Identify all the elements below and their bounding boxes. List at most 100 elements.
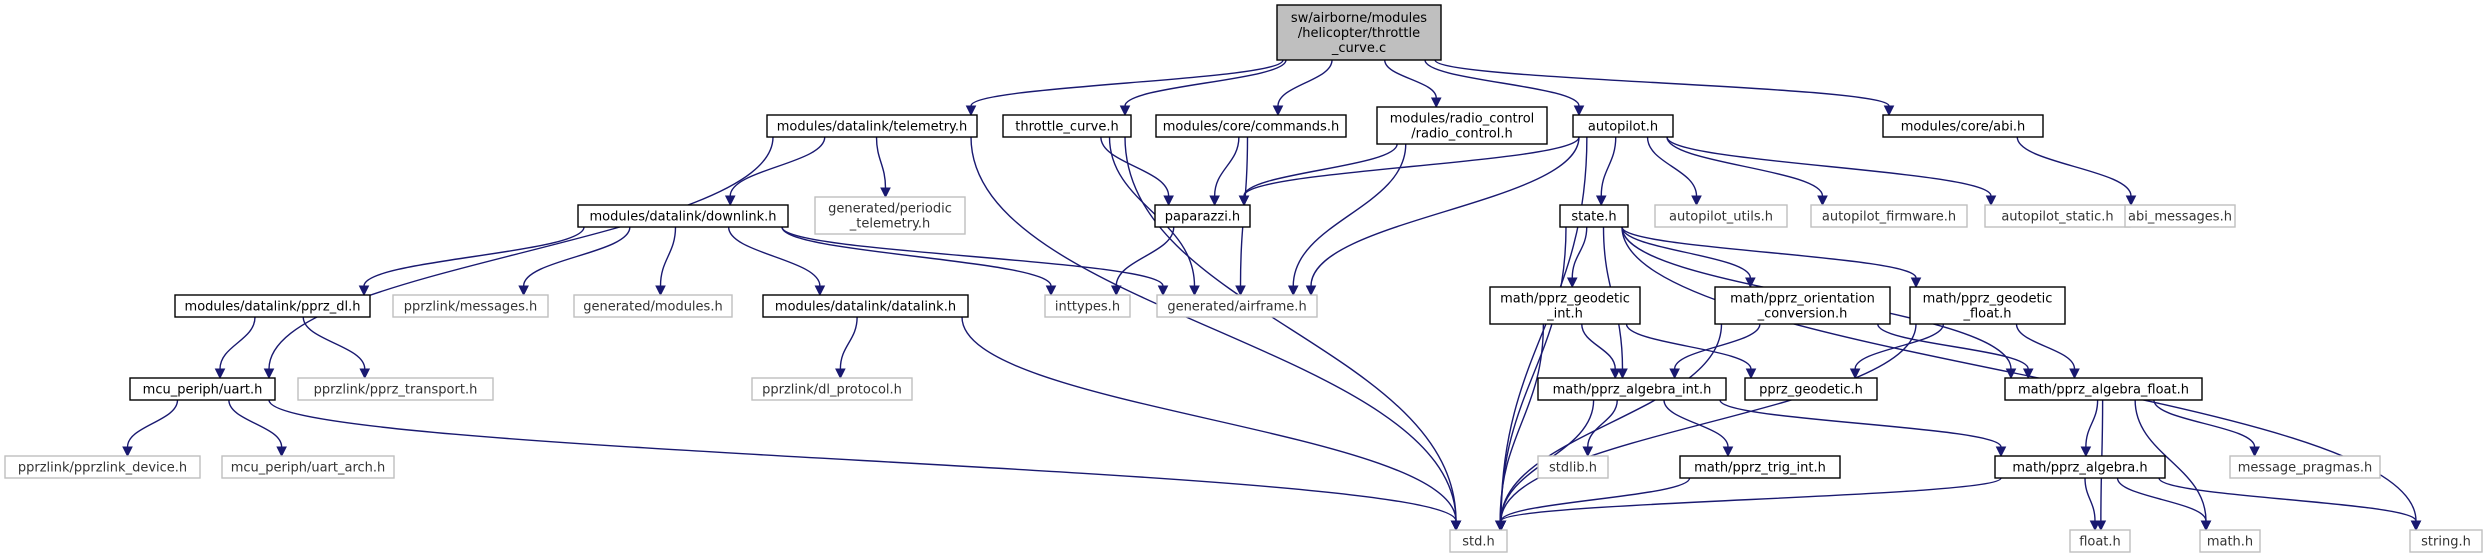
node-pprzlink-device: pprzlink/pprzlink_device.h bbox=[4, 455, 201, 479]
node-box bbox=[1559, 204, 1629, 228]
node-label: _curve.c bbox=[1331, 41, 1386, 56]
node-box bbox=[577, 204, 789, 228]
edge-radio-control-to-airframe bbox=[1287, 143, 1407, 297]
node-box bbox=[129, 377, 276, 401]
edge-arrowhead bbox=[1305, 285, 1317, 297]
edge-line bbox=[1621, 226, 1917, 279]
node-label: pprz_geodetic.h bbox=[1759, 383, 1863, 398]
node-pprz-dl[interactable]: modules/datalink/pprz_dl.h bbox=[174, 294, 371, 318]
node-label: abi_messages.h bbox=[2128, 210, 2232, 225]
node-autopilot[interactable]: autopilot.h bbox=[1572, 114, 1674, 138]
node-box bbox=[2004, 377, 2203, 401]
node-label: math/pprz_algebra_float.h bbox=[2018, 383, 2189, 398]
node-algebra[interactable]: math/pprz_algebra.h bbox=[1994, 455, 2166, 479]
edge-line bbox=[302, 316, 366, 370]
node-throttle-curve[interactable]: throttle_curve.h bbox=[1002, 114, 1132, 138]
node-label: pprzlink/pprz_transport.h bbox=[314, 383, 478, 398]
node-datalink[interactable]: modules/datalink/datalink.h bbox=[762, 294, 969, 318]
edge-arrowhead bbox=[1110, 285, 1122, 297]
edge-line bbox=[1587, 399, 1618, 448]
node-uart[interactable]: mcu_periph/uart.h bbox=[129, 377, 276, 401]
edge-arrowhead bbox=[1985, 195, 1997, 207]
edge-geodetic-float-to-std bbox=[1495, 323, 1917, 532]
edge-line bbox=[1108, 136, 1196, 287]
edge-line bbox=[228, 399, 283, 448]
node-algebra-float[interactable]: math/pprz_algebra_float.h bbox=[2004, 377, 2203, 401]
edge-arrowhead bbox=[1669, 368, 1680, 380]
edge-line bbox=[1625, 323, 1752, 370]
node-box bbox=[1155, 114, 1347, 138]
node-orientation[interactable]: math/pprz_orientation_conversion.h bbox=[1714, 286, 1891, 325]
node-box bbox=[1044, 294, 1131, 318]
node-stdlib: stdlib.h bbox=[1537, 455, 1609, 479]
node-algebra-int[interactable]: math/pprz_algebra_int.h bbox=[1537, 377, 1727, 401]
node-label: autopilot_utils.h bbox=[1669, 210, 1773, 225]
edge-line bbox=[2085, 399, 2099, 448]
node-label: _int.h bbox=[1546, 307, 1583, 322]
edge-arrowhead bbox=[518, 285, 529, 297]
edge-arrowhead bbox=[1163, 195, 1174, 207]
node-message-pragmas: message_pragmas.h bbox=[2229, 455, 2381, 479]
edge-arrowhead bbox=[1235, 285, 1246, 297]
edge-root-to-commands bbox=[1272, 59, 1333, 117]
node-abi[interactable]: modules/core/abi.h bbox=[1882, 114, 2044, 138]
node-paparazzi[interactable]: paparazzi.h bbox=[1154, 204, 1251, 228]
node-box bbox=[1810, 204, 1968, 228]
edge-arrowhead bbox=[1189, 285, 1200, 297]
edge-downlink-to-datalink bbox=[727, 226, 826, 297]
node-box bbox=[1376, 106, 1548, 145]
edge-line bbox=[268, 136, 774, 370]
edge-line bbox=[2084, 477, 2096, 522]
edge-arrowhead bbox=[1609, 368, 1621, 380]
node-box bbox=[1537, 377, 1727, 401]
edge-arrowhead bbox=[655, 285, 666, 297]
node-label: math/pprz_trig_int.h bbox=[1694, 461, 1826, 476]
node-root[interactable]: sw/airborne/modules/helicopter/throttle_… bbox=[1276, 4, 1442, 61]
node-box bbox=[297, 377, 494, 401]
edge-line bbox=[1424, 59, 1580, 107]
edge-arrowhead bbox=[965, 105, 977, 117]
edge-line bbox=[1500, 323, 1917, 522]
node-trig-int[interactable]: math/pprz_trig_int.h bbox=[1679, 455, 1841, 479]
node-label: pprzlink/pprzlink_device.h bbox=[18, 461, 187, 476]
node-geodetic-int[interactable]: math/pprz_geodetic_int.h bbox=[1489, 286, 1641, 325]
edge-line bbox=[126, 399, 179, 448]
node-pprz-geodetic[interactable]: pprz_geodetic.h bbox=[1744, 377, 1878, 401]
edge-line bbox=[2134, 399, 2207, 522]
edge-line bbox=[2158, 477, 2417, 522]
edge-autopilot-to-paparazzi bbox=[1238, 136, 1580, 207]
node-label: pprzlink/messages.h bbox=[404, 300, 538, 315]
node-telemetry[interactable]: modules/datalink/telemetry.h bbox=[766, 114, 978, 138]
node-box bbox=[1714, 286, 1891, 325]
node-state[interactable]: state.h bbox=[1559, 204, 1629, 228]
edge-line bbox=[1877, 323, 2029, 370]
node-radio-control[interactable]: modules/radio_control/radio_control.h bbox=[1376, 106, 1548, 145]
node-layer: sw/airborne/modules/helicopter/throttle_… bbox=[4, 4, 2483, 553]
edge-algebra-int-to-algebra bbox=[1719, 399, 2007, 458]
node-label: modules/core/commands.h bbox=[1163, 120, 1339, 135]
edge-line bbox=[1666, 136, 1824, 197]
node-label: math/pprz_geodetic bbox=[1500, 292, 1630, 307]
node-label: generated/periodic bbox=[828, 202, 952, 217]
node-box bbox=[2229, 455, 2381, 479]
edge-line bbox=[2015, 323, 2076, 370]
edge-arrowhead bbox=[1287, 285, 1299, 297]
node-downlink[interactable]: modules/datalink/downlink.h bbox=[577, 204, 789, 228]
edge-commands-to-paparazzi bbox=[1209, 136, 1240, 207]
node-label: _conversion.h bbox=[1757, 307, 1848, 322]
edge-root-to-telemetry bbox=[965, 59, 1284, 117]
node-geodetic-float[interactable]: math/pprz_geodetic_float.h bbox=[1909, 286, 2066, 325]
edge-geodetic-float-to-algebra-float bbox=[2015, 323, 2080, 380]
node-pprz-transport: pprzlink/pprz_transport.h bbox=[297, 377, 494, 401]
edge-root-to-autopilot bbox=[1424, 59, 1585, 117]
edge-line bbox=[839, 316, 858, 370]
node-airframe: generated/airframe.h bbox=[1156, 294, 1318, 318]
edge-line bbox=[1115, 226, 1175, 287]
edge-arrowhead bbox=[2125, 195, 2137, 207]
node-commands[interactable]: modules/core/commands.h bbox=[1155, 114, 1347, 138]
node-box bbox=[2199, 529, 2261, 553]
node-label: generated/modules.h bbox=[583, 300, 722, 315]
node-label: modules/datalink/pprz_dl.h bbox=[185, 300, 361, 315]
edge-line bbox=[1384, 59, 1437, 99]
node-box bbox=[1679, 455, 1841, 479]
